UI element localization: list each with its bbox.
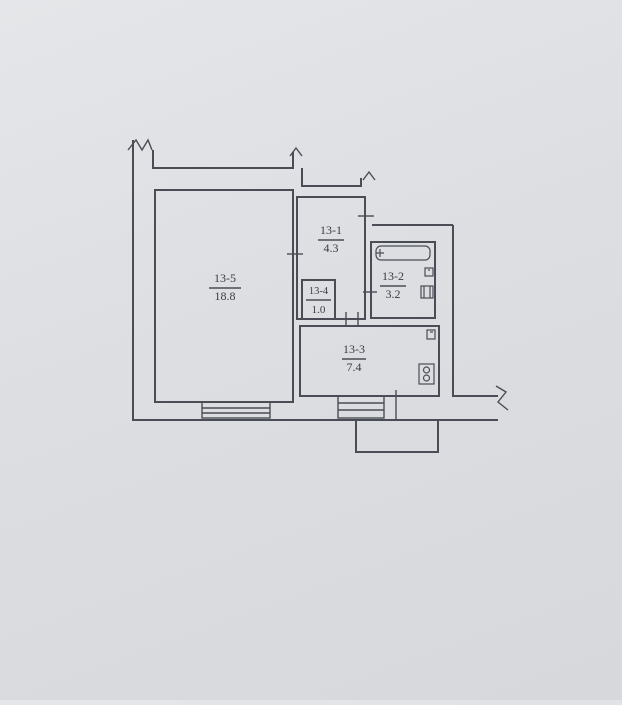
sink-icon [424, 267, 434, 277]
wall-break-icon [495, 385, 509, 411]
balcony [355, 419, 439, 453]
bathtub-icon [375, 245, 431, 261]
room-area: 4.3 [324, 241, 339, 255]
kitchen-sink-icon [426, 329, 436, 340]
room-id: 13-3 [343, 342, 365, 356]
room-label-13-5: 13-5 18.8 [209, 271, 241, 303]
room-label-13-1: 13-1 4.3 [318, 223, 344, 255]
stove-icon [418, 363, 435, 385]
room-13-1-outline [296, 196, 366, 320]
room-area: 18.8 [215, 289, 236, 303]
room-label-13-4: 13-4 1.0 [306, 286, 331, 316]
room-13-4-outline [301, 279, 336, 320]
room-13-3-outline [299, 325, 440, 397]
room-area: 7.4 [347, 360, 362, 374]
window-room-13-3 [337, 390, 397, 420]
toilet-icon [420, 285, 434, 299]
room-id: 13-2 [382, 269, 404, 283]
room-id: 13-5 [214, 271, 236, 285]
room-13-2-outline [370, 241, 436, 319]
room-area: 1.0 [312, 304, 326, 316]
wall-break-icon [289, 146, 303, 157]
room-area: 3.2 [386, 287, 401, 301]
door-marks [287, 215, 377, 326]
wall-break-icon [362, 170, 376, 181]
wall-break-icon [127, 138, 153, 152]
room-id: 13-4 [309, 286, 329, 297]
room-id: 13-1 [320, 223, 342, 237]
room-label-13-2: 13-2 3.2 [380, 269, 406, 301]
window-room-13-5 [201, 401, 271, 419]
room-label-13-3: 13-3 7.4 [342, 342, 366, 374]
